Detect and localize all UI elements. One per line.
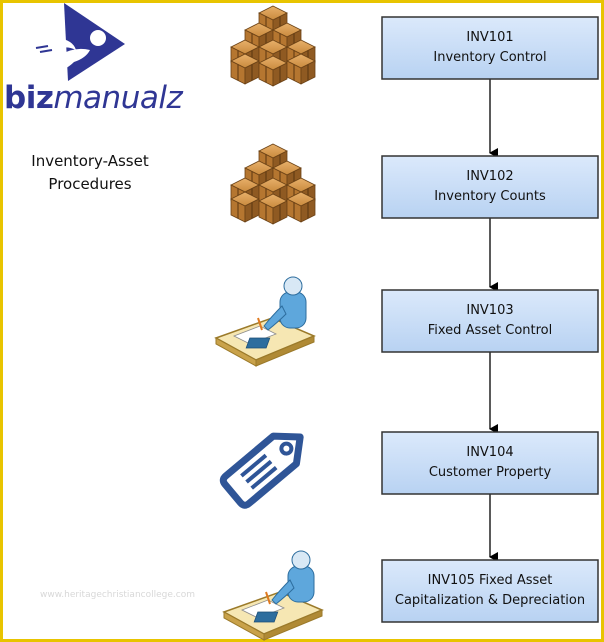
boxes-icon [231,144,315,224]
step-inv102[interactable]: INV102 Inventory Counts [382,156,598,218]
subtitle-line-2: Procedures [48,175,132,193]
process-box [381,431,599,495]
step-code: INV105 Fixed Asset [427,573,553,588]
step-inv103[interactable]: INV103 Fixed Asset Control [382,290,598,352]
step-name: Fixed Asset Control [427,323,553,338]
step-name: Inventory Counts [434,189,546,204]
watermark-text: www.heritagechristiancollege.com [40,590,195,600]
process-box [381,289,599,353]
step-inv104[interactable]: INV104 Customer Property [382,432,598,494]
logo-brand-bold: biz [4,80,54,116]
person-at-desk-icon [215,276,315,367]
step-name: Capitalization & Depreciation [394,593,586,608]
logo-brand-light: manualz [53,80,183,116]
page-subtitle: Inventory-Asset Procedures [10,150,170,196]
person-at-desk-icon [223,550,323,641]
step-name: Inventory Control [433,50,547,65]
subtitle-line-1: Inventory-Asset [31,152,149,170]
process-box [381,559,599,623]
boxes-icon [231,6,315,86]
step-inv101[interactable]: INV101 Inventory Control [382,17,598,79]
step-code: INV102 [466,169,514,184]
process-box [381,155,599,219]
step-name: Customer Property [428,465,552,480]
step-code: INV103 [466,303,514,318]
process-box [381,16,599,80]
tag-icon [219,432,304,509]
bizmanualz-logo-icon [30,3,125,81]
step-code: INV104 [466,445,514,460]
step-inv105[interactable]: INV105 Fixed Asset Capitalization & Depr… [382,560,598,622]
logo-wordmark: bizmanualz [4,80,183,116]
step-code: INV101 [466,30,514,45]
